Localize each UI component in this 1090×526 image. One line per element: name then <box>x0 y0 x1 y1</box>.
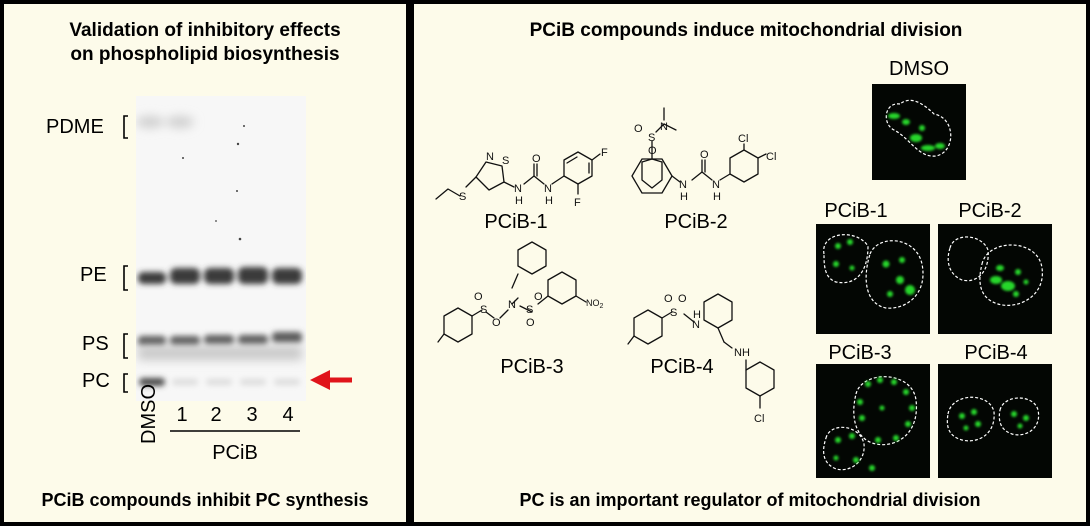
atom-h-3: H <box>680 191 688 203</box>
micrograph-label-pcib-4: PCiB-4 <box>964 342 1028 364</box>
atom-s-6: S <box>670 307 677 319</box>
atom-n-5: N <box>679 179 687 191</box>
atom-o-5: O <box>474 291 483 303</box>
tlc-title-line2: on phospholipid biosynthesis <box>70 44 340 65</box>
pe-bands <box>138 267 302 284</box>
atom-cl-1: Cl <box>738 133 748 145</box>
ps-bands <box>138 332 302 346</box>
lane-number-1: 1 <box>176 404 188 426</box>
atom-cl-2: Cl <box>766 151 776 163</box>
atom-nh: NH <box>734 347 750 359</box>
pc-faint-bands <box>172 379 300 385</box>
structure-pcib-4 <box>627 293 775 409</box>
atom-n-8: N <box>692 319 700 331</box>
atom-no2: NO2 <box>586 298 604 310</box>
micrograph-label-pcib-3: PCiB-3 <box>828 342 892 364</box>
micrograph-dmso <box>872 84 966 180</box>
lane-number-4: 4 <box>282 404 294 426</box>
atom-o-6: O <box>492 317 501 329</box>
atom-o-2: O <box>634 123 643 135</box>
structure-pcib-1 <box>435 151 601 200</box>
chemical-structures: S N S N H O N H F F S O O N N H O N H Cl… <box>435 107 776 425</box>
left-panel: Validation of inhibitory effects on phos… <box>4 4 406 522</box>
atom-h-5: H <box>693 309 701 321</box>
atom-o-8: O <box>534 291 543 303</box>
atom-o-10: O <box>678 293 687 305</box>
compound-label-pcib-1: PCiB-1 <box>484 211 548 233</box>
tlc-title-line1: Validation of inhibitory effects <box>69 20 341 41</box>
compound-label-pcib-3: PCiB-3 <box>500 356 564 378</box>
micrograph-label-dmso: DMSO <box>889 58 949 80</box>
lane-number-3: 3 <box>246 404 258 426</box>
atom-s-3: S <box>648 132 655 144</box>
lane-group-label: PCiB <box>212 442 258 464</box>
ps-smear <box>138 346 302 360</box>
atom-n-4: N <box>660 121 668 133</box>
atom-f-2: F <box>574 197 581 209</box>
structure-pcib-2 <box>631 107 767 194</box>
atom-n-7: N <box>508 299 516 311</box>
micrograph-pcib-3 <box>816 364 930 478</box>
right-caption: PC is an important regulator of mitochon… <box>519 490 981 510</box>
atom-o-7: O <box>526 317 535 329</box>
compound-label-pcib-4: PCiB-4 <box>650 356 714 378</box>
lane-label-dmso: DMSO <box>138 384 160 444</box>
band-label-ps: PS <box>82 333 109 355</box>
atom-o-1: O <box>532 153 541 165</box>
structure-pcib-3 <box>437 241 587 343</box>
micrograph-pcib-1 <box>816 224 930 334</box>
atom-s-1: S <box>459 191 466 203</box>
atom-o-3: O <box>648 145 657 157</box>
left-caption: PCiB compounds inhibit PC synthesis <box>41 490 369 510</box>
micrograph-pcib-2 <box>938 224 1052 334</box>
pc-bands <box>139 378 165 386</box>
atom-s-4: S <box>480 304 487 316</box>
atom-o-9: O <box>664 293 673 305</box>
lane-number-2: 2 <box>210 404 222 426</box>
micrograph-pcib-4 <box>938 364 1052 478</box>
atom-s-5: S <box>526 304 533 316</box>
tlc-plate <box>136 96 306 401</box>
atom-n-6: N <box>712 179 720 191</box>
atom-h-1: H <box>515 195 523 207</box>
atom-n-1: N <box>486 151 494 163</box>
atom-s-2: S <box>502 155 509 167</box>
pdme-bands <box>136 116 194 128</box>
compound-label-pcib-2: PCiB-2 <box>664 211 728 233</box>
atom-f-1: F <box>601 147 608 159</box>
atom-o-4: O <box>700 149 709 161</box>
band-label-pe: PE <box>80 264 107 286</box>
atom-n-3: N <box>544 183 552 195</box>
micrograph-label-pcib-1: PCiB-1 <box>824 200 888 222</box>
atom-h-4: H <box>713 191 721 203</box>
atom-h-2: H <box>545 195 553 207</box>
band-label-pdme: PDME <box>46 116 104 138</box>
right-title: PCiB compounds induce mitochondrial divi… <box>529 20 963 41</box>
atom-n-2: N <box>514 183 522 195</box>
right-panel: PCiB compounds induce mitochondrial divi… <box>414 4 1086 522</box>
pc-arrow <box>310 370 352 390</box>
micrograph-label-pcib-2: PCiB-2 <box>958 200 1022 222</box>
atom-cl-3: Cl <box>754 413 764 425</box>
band-label-pc: PC <box>82 370 110 392</box>
plate-specks <box>182 125 245 241</box>
